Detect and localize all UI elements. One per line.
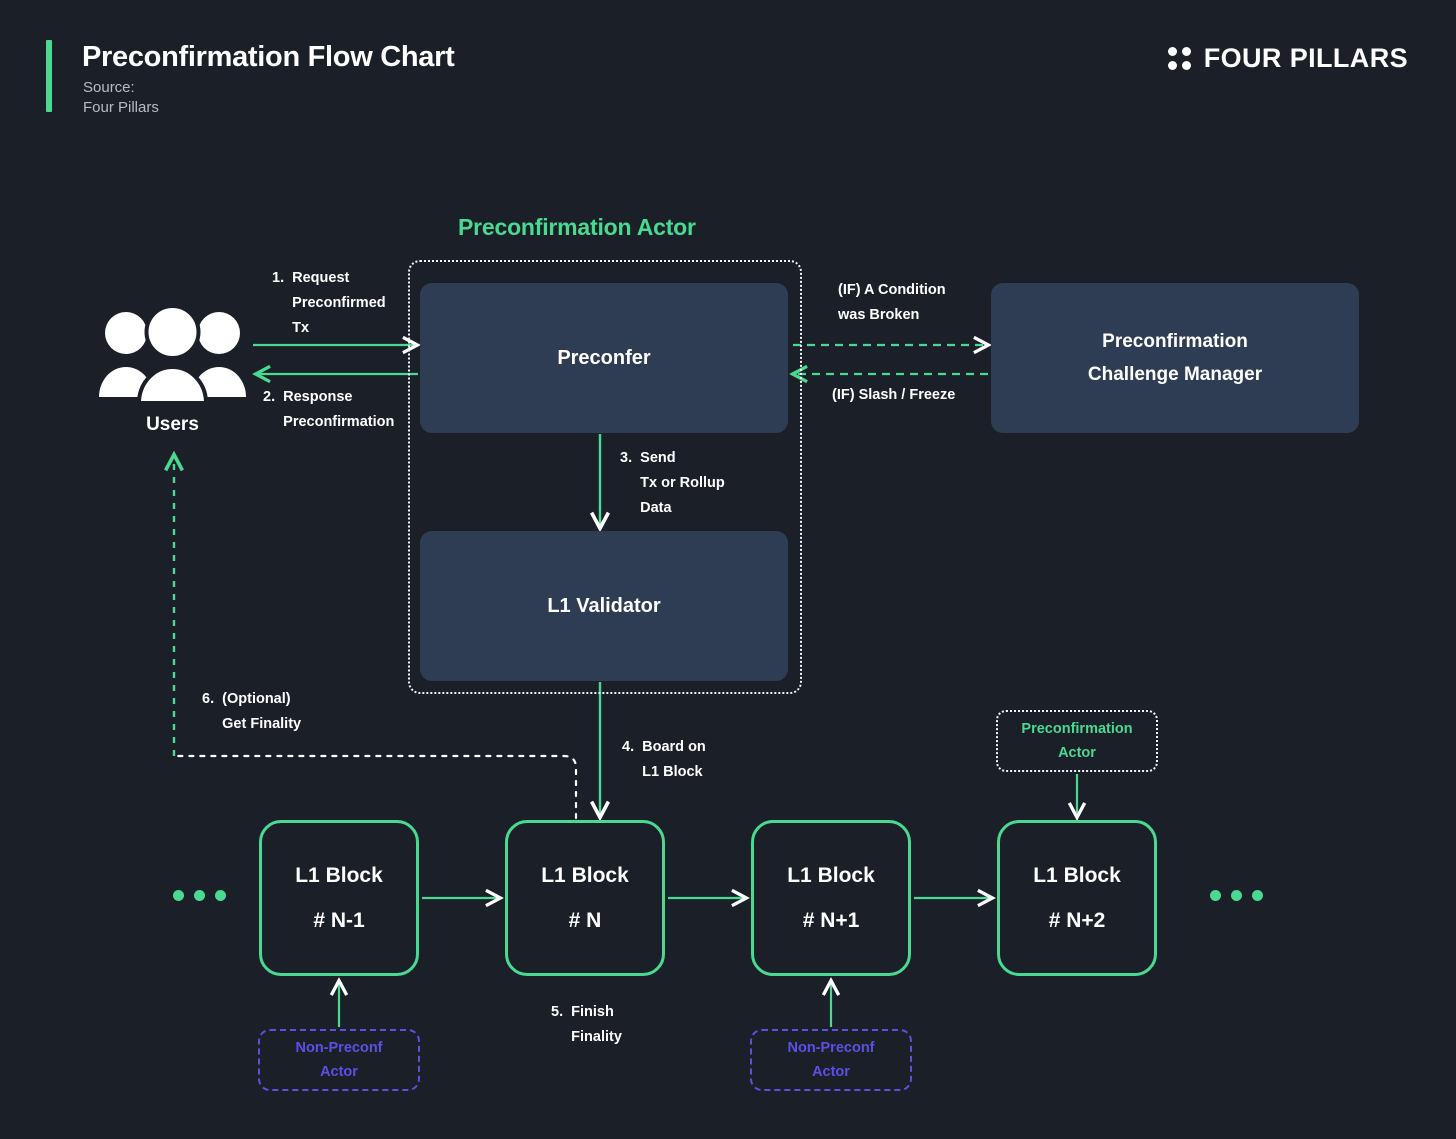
tag-line1: Non-Preconf	[295, 1040, 383, 1056]
tag-line2: Actor	[1058, 745, 1096, 761]
block-line2: # N+1	[802, 909, 860, 932]
challenge-manager-line2: Challenge Manager	[1087, 364, 1263, 385]
node-l1-block-n[interactable]: L1 Block # N	[505, 820, 665, 976]
source-label: Source:	[83, 79, 135, 96]
block-line1: L1 Block	[1033, 864, 1121, 887]
brand-name: FOUR PILLARS	[1203, 43, 1408, 73]
tag-non-preconf-actor-left[interactable]: Non-Preconf Actor	[258, 1029, 420, 1091]
four-dots-icon	[1167, 47, 1191, 70]
preconfirmation-actor-group	[408, 260, 802, 694]
block-line1: L1 Block	[787, 864, 875, 887]
node-l1-block-n-minus-1[interactable]: L1 Block # N-1	[259, 820, 419, 976]
tag-line2: Actor	[812, 1064, 850, 1080]
node-preconfirmation-challenge-manager[interactable]: Preconfirmation Challenge Manager	[991, 283, 1359, 433]
page-title: Preconfirmation Flow Chart	[82, 41, 455, 73]
block-line1: L1 Block	[541, 864, 629, 887]
edge-label-step4: 4. Board on L1 Block	[622, 739, 706, 780]
challenge-manager-line1: Preconfirmation	[1102, 331, 1248, 352]
ellipsis-left-icon	[173, 890, 226, 901]
block-line2: # N	[568, 909, 602, 932]
group-title-preconfirmation-actor: Preconfirmation Actor	[458, 214, 696, 240]
edge-label-step3: 3. Send Tx or Rollup Data	[620, 450, 725, 516]
tag-non-preconf-actor-right[interactable]: Non-Preconf Actor	[750, 1029, 912, 1091]
block-line1: L1 Block	[295, 864, 383, 887]
edge-label-step5: 5. Finish Finality	[551, 1004, 622, 1045]
tag-line1: Non-Preconf	[787, 1040, 875, 1056]
source-block: Source: Four Pillars	[83, 78, 159, 118]
tag-line2: Actor	[320, 1064, 358, 1080]
block-line2: # N-1	[313, 909, 365, 932]
tag-line1: Preconfirmation	[1021, 721, 1133, 737]
edge-label-step6: 6. (Optional) Get Finality	[202, 691, 302, 732]
node-l1-block-n-plus-1[interactable]: L1 Block # N+1	[751, 820, 911, 976]
brand-logo: FOUR PILLARS	[1167, 43, 1408, 74]
edge-label-step1: 1. Request Preconfirmed Tx	[272, 270, 386, 336]
users-label: Users	[146, 414, 199, 435]
users-icon	[99, 305, 246, 405]
edge-label-if-slash: (IF) Slash / Freeze	[832, 387, 956, 403]
node-l1-validator[interactable]: L1 Validator	[420, 531, 788, 681]
source-value: Four Pillars	[83, 99, 159, 116]
node-preconfer[interactable]: Preconfer	[420, 283, 788, 433]
node-l1-block-n-plus-2[interactable]: L1 Block # N+2	[997, 820, 1157, 976]
edge-label-if-condition: (IF) A Condition was Broken	[838, 282, 946, 323]
edge-label-step2: 2. Response Preconfirmation	[263, 389, 395, 430]
ellipsis-right-icon	[1210, 890, 1263, 901]
tag-preconfirmation-actor[interactable]: Preconfirmation Actor	[996, 710, 1158, 772]
block-line2: # N+2	[1048, 909, 1106, 932]
title-accent-bar	[46, 40, 52, 112]
